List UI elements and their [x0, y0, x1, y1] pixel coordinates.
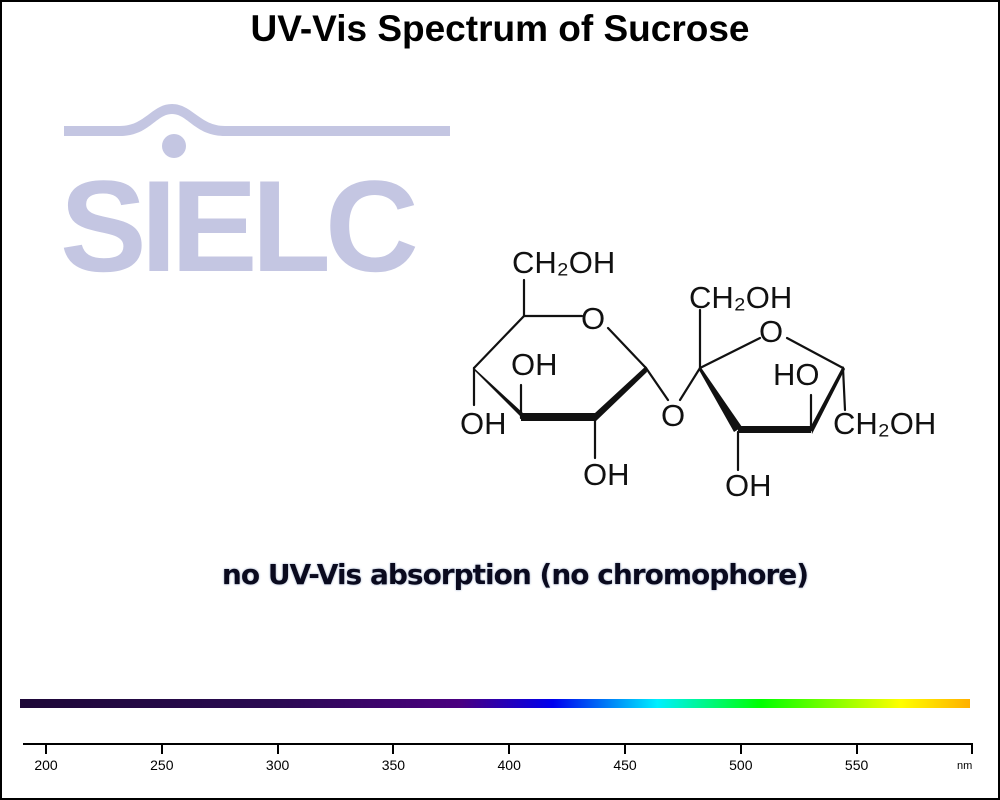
svg-text:O: O: [661, 398, 685, 433]
x-axis-unit: nm: [957, 760, 973, 772]
svg-text:CH₂OH: CH₂OH: [833, 406, 936, 441]
spectrum-color-bar: [20, 699, 970, 708]
x-axis: [23, 743, 973, 745]
x-tick-label: 200: [34, 757, 58, 773]
svg-text:O: O: [581, 301, 605, 336]
x-tick-label: 300: [265, 757, 290, 773]
x-tick: [45, 744, 47, 754]
x-tick-label: 450: [613, 757, 637, 773]
svg-text:HO: HO: [773, 357, 820, 392]
x-tick: [855, 744, 858, 754]
x-tick: [624, 744, 626, 754]
svg-text:OH: OH: [583, 457, 630, 492]
x-tick-end: [971, 744, 974, 754]
x-tick: [392, 744, 395, 754]
x-tick-label: 250: [150, 757, 174, 773]
x-tick: [276, 744, 279, 754]
sielc-logo: SIELC: [60, 104, 450, 281]
x-tick-label: 550: [844, 757, 869, 773]
x-tick-label: 350: [381, 757, 406, 773]
sucrose-structure: CH₂OH O OH OH OH O CH₂OH O HO CH₂OH OH: [460, 245, 936, 503]
svg-text:O: O: [759, 314, 783, 349]
svg-text:CH₂OH: CH₂OH: [512, 245, 615, 280]
chart-title: UV-Vis Spectrum of Sucrose: [250, 8, 750, 49]
x-tick: [739, 744, 742, 754]
x-tick-label: 400: [497, 757, 521, 773]
x-tick: [160, 744, 163, 754]
svg-text:OH: OH: [511, 347, 558, 382]
absorption-note: no UV-Vis absorption (no chromophore): [221, 558, 809, 591]
x-tick-label: 500: [729, 757, 753, 773]
svg-text:SIELC: SIELC: [60, 153, 416, 281]
svg-text:OH: OH: [460, 406, 507, 441]
svg-text:CH₂OH: CH₂OH: [689, 280, 792, 315]
svg-text:OH: OH: [725, 468, 772, 503]
x-tick: [508, 744, 511, 754]
